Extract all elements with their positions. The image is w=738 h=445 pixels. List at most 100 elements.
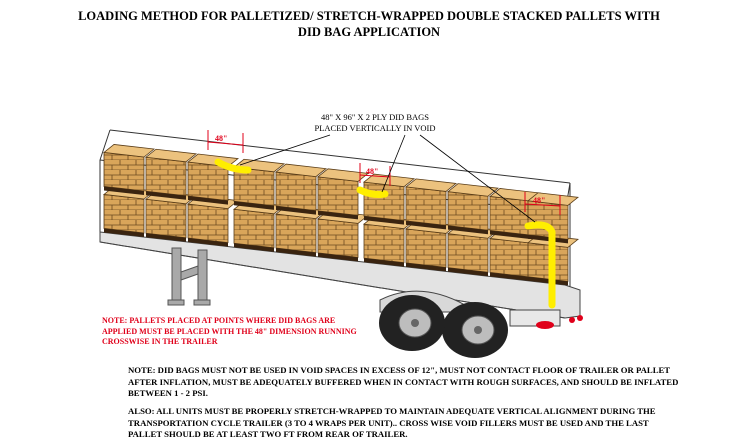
pallet-box-face — [145, 198, 187, 239]
pallet-base — [188, 238, 228, 247]
pallet-base — [406, 262, 446, 272]
pallet-base — [146, 233, 186, 242]
pallet-box-face — [405, 228, 447, 268]
pallet-base — [318, 210, 358, 220]
note2-line-1: ALSO: ALL UNITS MUST BE PROPERLY STRETCH… — [128, 406, 656, 416]
roof-rail-back — [109, 129, 571, 184]
pallet-base — [234, 201, 274, 210]
pallet-box-face — [405, 186, 447, 226]
callout-leaders — [239, 134, 536, 223]
pallet-load — [102, 144, 580, 286]
pallet-base — [318, 252, 358, 262]
marker-light-1 — [569, 317, 575, 323]
landing-foot-right — [193, 299, 211, 306]
pallet-stack — [526, 192, 580, 286]
landing-crossbar — [180, 265, 199, 281]
leader-2 — [381, 134, 406, 193]
landing-leg-right — [197, 249, 208, 303]
pallet-box-face — [103, 194, 145, 234]
pallet-base — [490, 230, 530, 240]
stretch-wrap-note: ALSO: ALL UNITS MUST BE PROPERLY STRETCH… — [128, 406, 728, 441]
note1-line-2: AFTER INFLATION, MUST BE ADEQUATELY BUFF… — [128, 376, 679, 387]
tail-light — [536, 321, 554, 329]
pallet-box-face — [447, 233, 489, 273]
pallet-box-face — [363, 223, 405, 264]
front-roof-edge — [99, 129, 111, 161]
note1-line-3: BETWEEN 1 - 2 PSI. — [128, 388, 208, 398]
pallet-stack — [186, 153, 240, 247]
wheel-front — [379, 295, 445, 351]
dimension-label-2: 48" — [366, 167, 378, 176]
dimension-marker-1 — [207, 130, 244, 153]
did-bag-3 — [524, 221, 556, 309]
title-line-1: LOADING METHOD FOR PALLETIZED/ STRETCH-W… — [78, 9, 660, 23]
did-bag-1 — [214, 158, 252, 174]
diagram-title: LOADING METHOD FOR PALLETIZED/ STRETCH-W… — [0, 8, 738, 40]
callout-line-2: PLACED VERTICALLY IN VOID — [314, 123, 436, 133]
dimension-marker-3 — [524, 192, 561, 215]
pallet-box-top — [102, 144, 156, 158]
title-line-2: DID BAG APPLICATION — [297, 25, 441, 39]
pallet-box-face — [317, 218, 359, 258]
pallet-base — [104, 186, 144, 196]
red-note-line-2: APPLIED MUST BE PLACED WITH THE 48" DIME… — [102, 326, 357, 336]
wheel-rear — [442, 302, 508, 358]
pallet-stack — [316, 168, 370, 262]
pallet-box-top — [274, 163, 328, 178]
red-note-line-1: NOTE: PALLETS PLACED AT POINTS WHERE DID… — [102, 316, 336, 325]
did-bags — [214, 158, 556, 309]
pallet-box-face — [233, 208, 275, 249]
pallet-box-face — [275, 213, 317, 254]
pallet-base — [146, 191, 186, 200]
pallet-box-top — [404, 178, 458, 192]
marker-light-2 — [577, 315, 583, 321]
pallet-box-face — [187, 203, 229, 244]
pallet-stack — [274, 163, 328, 257]
did-bag-callout: 48" X 96" X 2 PLY DID BAGS PLACED VERTIC… — [300, 112, 450, 134]
note2-line-3: PALLET SHOULD BE AT LEAST TWO FT FROM RE… — [128, 429, 408, 439]
dimension-markers — [207, 130, 561, 215]
landing-leg-left — [171, 247, 182, 303]
pallet-base — [448, 267, 488, 277]
pallet-box-face — [233, 166, 275, 207]
pallet-base — [234, 243, 274, 252]
note1-line-1: NOTE: DID BAGS MUST NOT BE USED IN VOID … — [128, 365, 671, 375]
pallet-box-face — [275, 171, 317, 212]
pallet-base — [276, 206, 316, 215]
pallet-box-top — [362, 173, 416, 188]
did-bag-2 — [356, 186, 389, 198]
dimension-label-1: 48" — [215, 134, 227, 143]
pallet-stack — [144, 148, 198, 242]
dimension-label-3: 48" — [533, 196, 545, 205]
pallet-box-face — [103, 152, 145, 192]
pallet-box-face — [489, 196, 531, 236]
red-note-line-3: CROSSWISE IN THE TRAILER — [102, 337, 218, 346]
did-bag-usage-note: NOTE: DID BAGS MUST NOT BE USED IN VOID … — [128, 365, 728, 400]
leader-3 — [419, 134, 536, 223]
dimension-marker-2 — [359, 163, 391, 186]
landing-foot-left — [167, 299, 185, 306]
pallet-box-face — [447, 191, 489, 231]
pallet-box-face — [489, 238, 531, 278]
hub-cap-rear — [474, 326, 482, 334]
hub-cap-front — [411, 319, 419, 327]
pallet-box-top — [526, 192, 580, 206]
pallet-base — [364, 258, 404, 267]
pallet-base — [188, 196, 228, 205]
note2-line-2: TRANSPORTATION CYCLE TRAILER (3 TO 4 WRA… — [128, 417, 649, 428]
pallet-box-top — [144, 148, 198, 163]
pallet-base — [406, 220, 446, 230]
pallet-orientation-note: NOTE: PALLETS PLACED AT POINTS WHERE DID… — [102, 316, 402, 348]
pallet-base — [490, 272, 530, 282]
pallet-box-top — [446, 183, 500, 197]
callout-line-1: 48" X 96" X 2 PLY DID BAGS — [320, 112, 429, 122]
landing-gear — [167, 247, 211, 306]
pallet-base — [528, 276, 568, 286]
leader-1 — [239, 134, 331, 166]
pallet-base — [364, 216, 404, 225]
pallet-stack — [102, 144, 156, 238]
pallet-box-face — [317, 176, 359, 216]
pallet-box-top — [316, 168, 370, 182]
pallet-box-face — [527, 200, 569, 240]
